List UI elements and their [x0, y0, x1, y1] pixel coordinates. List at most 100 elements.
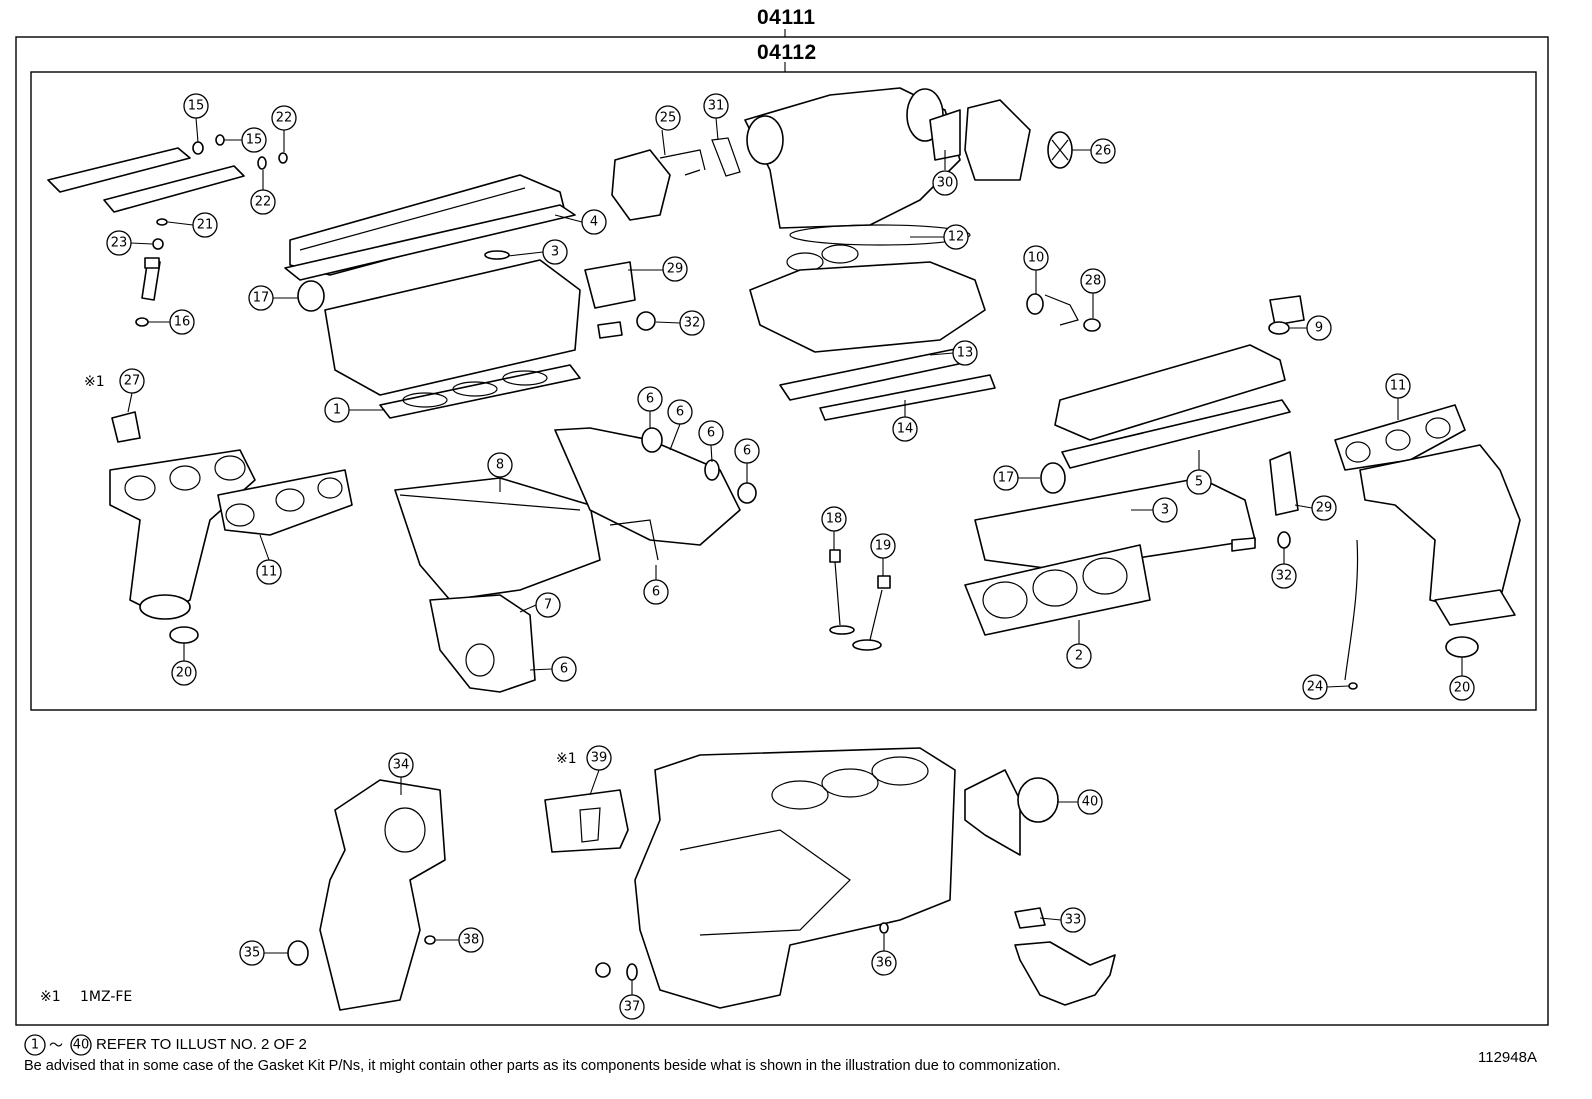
svg-text:21: 21 [197, 218, 214, 233]
svg-text:14: 14 [897, 422, 914, 437]
callout-12: 12 [943, 224, 969, 250]
callout-6b: 6 [667, 399, 693, 425]
callout-22a: 22 [271, 105, 297, 131]
svg-text:29: 29 [667, 262, 684, 277]
fuel-rail-left [47, 134, 288, 327]
refer-note-text: REFER TO ILLUST NO. 2 OF 2 [96, 1036, 307, 1053]
svg-text:16: 16 [174, 315, 191, 330]
callout-3b: 3 [1152, 497, 1178, 523]
svg-text:19: 19 [875, 539, 892, 554]
svg-text:20: 20 [1454, 681, 1471, 696]
callout-19: 19 [870, 533, 896, 559]
svg-text:10: 10 [1028, 251, 1045, 266]
oil-strainer [1014, 907, 1116, 1006]
callout-32b: 32 [1271, 563, 1297, 589]
svg-text:6: 6 [707, 426, 715, 441]
svg-text:6: 6 [646, 392, 654, 407]
intake-air-plenum [611, 87, 1073, 272]
svg-text:13: 13 [957, 346, 974, 361]
svg-text:2: 2 [1075, 649, 1083, 664]
callout-11b: 11 [256, 559, 282, 585]
svg-text:15: 15 [246, 133, 263, 148]
callout-23: 23 [106, 230, 132, 256]
svg-text:30: 30 [937, 176, 954, 191]
cylinder-head-cover-left [284, 174, 576, 312]
callout-21: 21 [192, 212, 218, 238]
refer-range-sep: ～ [49, 1038, 63, 1054]
rear-oil-seal-retainer [964, 769, 1059, 856]
svg-text:12: 12 [948, 230, 965, 245]
svg-text:27: 27 [124, 374, 141, 389]
kit-04112-frame [30, 71, 1537, 711]
callout-29a: 29 [662, 256, 688, 282]
svg-text:11: 11 [261, 565, 278, 580]
callout-25: 25 [655, 105, 681, 131]
callout-1: 1 [324, 397, 350, 423]
svg-text:15: 15 [188, 99, 205, 114]
leader-lines [127, 117, 1463, 995]
svg-text:3: 3 [551, 245, 559, 260]
svg-text:17: 17 [998, 471, 1015, 486]
svg-text:31: 31 [708, 99, 725, 114]
svg-text:29: 29 [1316, 501, 1333, 516]
svg-text:1: 1 [333, 403, 341, 418]
timing-cover-lower-block [287, 779, 446, 1011]
refer-range-end: 40 [70, 1034, 92, 1056]
callout-15b: 15 [241, 127, 267, 153]
svg-text:32: 32 [1276, 569, 1293, 584]
illustration-id: 112948A [1478, 1049, 1537, 1066]
callout-22b: 22 [250, 189, 276, 215]
exhaust-manifold-left [109, 411, 353, 644]
svg-text:36: 36 [876, 956, 893, 971]
callout-33: 33 [1060, 907, 1086, 933]
svg-text:11: 11 [1390, 379, 1407, 394]
refer-range-start: 1 [24, 1034, 46, 1056]
callout-15a: 15 [183, 93, 209, 119]
svg-text:40: 40 [1082, 795, 1099, 810]
intake-manifold-lower [584, 261, 1101, 421]
svg-text:7: 7 [544, 598, 552, 613]
svg-text:22: 22 [276, 111, 293, 126]
svg-text:37: 37 [624, 1000, 641, 1015]
callout-17a: 17 [248, 285, 274, 311]
kit-04111-frame [15, 36, 1549, 1026]
footnote-legend-text: 1MZ-FE [80, 989, 132, 1005]
svg-text:40: 40 [73, 1038, 90, 1053]
kit-label-04111: 04111 [757, 6, 816, 29]
callout-7: 7 [535, 592, 561, 618]
callout-6e: 6 [643, 579, 669, 605]
svg-text:25: 25 [660, 111, 677, 126]
callout-16: 16 [169, 309, 195, 335]
callout-13: 13 [952, 340, 978, 366]
timing-cover-rear [554, 427, 757, 561]
block-small-parts [595, 922, 889, 981]
svg-text:38: 38 [463, 933, 480, 948]
callout-27: 27 [119, 368, 145, 394]
callout-40: 40 [1077, 789, 1103, 815]
callout-6f: 6 [551, 656, 577, 682]
callout-6c: 6 [698, 420, 724, 446]
exhaust-manifold-right [1334, 404, 1521, 690]
svg-text:18: 18 [826, 512, 843, 527]
svg-text:8: 8 [496, 458, 504, 473]
callout-4: 4 [581, 209, 607, 235]
callout-18: 18 [821, 506, 847, 532]
cylinder-head-right [964, 451, 1299, 636]
svg-text:17: 17 [253, 291, 270, 306]
callout-34: 34 [388, 752, 414, 778]
callout-8: 8 [487, 452, 513, 478]
callout-32a: 32 [679, 310, 705, 336]
callout-5: 5 [1186, 469, 1212, 495]
callout-38: 38 [458, 927, 484, 953]
svg-text:20: 20 [176, 666, 193, 681]
callout-10: 10 [1023, 245, 1049, 271]
svg-text:4: 4 [590, 215, 598, 230]
kit-label-04112: 04112 [757, 41, 817, 64]
water-pump-bracket [544, 789, 629, 853]
callout-20b: 20 [1449, 675, 1475, 701]
footnote-mark-39: ※1 [556, 751, 577, 767]
svg-text:9: 9 [1315, 321, 1323, 336]
timing-cover-lower [429, 594, 536, 693]
